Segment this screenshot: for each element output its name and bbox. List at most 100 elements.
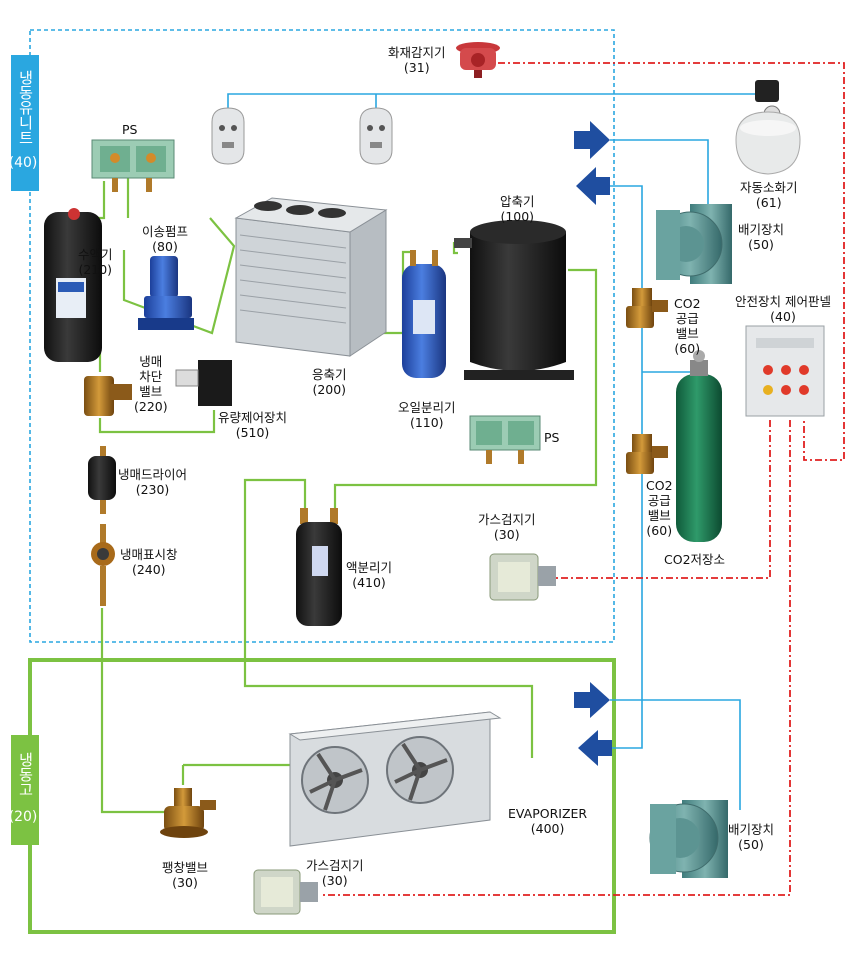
- sight-glass-icon: [91, 524, 115, 606]
- dryer-name: 냉매드라이어: [118, 467, 188, 482]
- refrigeration-unit-name: 냉동유니트: [16, 69, 35, 145]
- dryer-label: 냉매드라이어 (230): [118, 467, 187, 497]
- flow-control-device-icon: [175, 360, 232, 406]
- auto-extinguisher-icon: [735, 80, 801, 175]
- dryer-number: (230): [135, 482, 170, 497]
- co2-valve-bottom-line2: 공급: [647, 493, 671, 508]
- fire-detector-icon: [456, 42, 500, 78]
- pressure-switch-mid-icon: [469, 415, 541, 464]
- refrigeration-unit-boundary: [29, 29, 615, 643]
- transfer-pump-label: 이송펌프 (80): [142, 224, 188, 254]
- receiver-number: (210): [78, 262, 113, 277]
- receiver-tank-icon: [44, 208, 102, 362]
- shutoff-valve-label: 냉매 차단 밸브 (220): [134, 354, 168, 414]
- signal-lines: [320, 62, 845, 896]
- co2-storage-label: CO2저장소: [664, 552, 725, 567]
- exhaust-top-label: 배기장치 (50): [738, 222, 784, 252]
- auto-extinguisher-label: 자동소화기 (61): [740, 180, 798, 210]
- accumulator-number: (410): [352, 575, 386, 590]
- expansion-valve-name: 팽창밸브: [162, 860, 209, 875]
- shutoff-valve-number: (220): [134, 399, 168, 414]
- exhaust-bottom-label: 배기장치 (50): [728, 822, 774, 852]
- co2-valve-top-number: (60): [674, 341, 701, 356]
- oil-separator-name: 오일분리기: [398, 400, 456, 415]
- gas-detector-mid-label: 가스검지기 (30): [478, 512, 536, 542]
- oil-separator-number: (110): [409, 415, 444, 430]
- auto-extinguisher-number: (61): [755, 195, 782, 210]
- flow-control-label: 유량제어장치 (510): [218, 410, 287, 440]
- exhaust-fan-top-icon: [656, 204, 732, 284]
- condenser-unit-icon: [234, 197, 388, 357]
- flow-control-name: 유량제어장치: [218, 410, 288, 425]
- refrigerant-shutoff-valve-icon: [84, 376, 132, 416]
- exhaust-bottom-name: 배기장치: [728, 822, 775, 837]
- receiver-name: 수액기: [78, 247, 113, 262]
- gas-detector-mid-number: (30): [493, 527, 520, 542]
- auto-extinguisher-name: 자동소화기: [740, 180, 798, 195]
- oil-separator-icon: [402, 250, 446, 378]
- arrow-out-top: [576, 167, 610, 205]
- compressor-label: 압축기 (100): [500, 194, 535, 224]
- co2-valve-top-label: CO2 공급 밸브 (60): [674, 296, 701, 356]
- co2-storage-name: CO2저장소: [664, 552, 726, 567]
- control-panel-number: (40): [770, 309, 796, 324]
- nozzle-icon-1: [211, 107, 245, 165]
- co2-supply-valve-bottom-icon: [626, 434, 668, 474]
- co2-valve-bottom-line3: 밸브: [647, 508, 671, 523]
- refrigerant-dryer-icon: [88, 446, 116, 514]
- expansion-valve-number: (30): [172, 875, 198, 890]
- co2-valve-top-line1: CO2: [674, 296, 701, 311]
- transfer-pump-number: (80): [152, 239, 178, 254]
- receiver-label: 수액기 (210): [78, 247, 113, 277]
- exhaust-fan-bottom-icon: [649, 800, 728, 878]
- freezer-number: (20): [8, 809, 38, 825]
- ps-mid-label: PS: [544, 430, 559, 445]
- compressor-name: 압축기: [500, 194, 535, 209]
- shutoff-valve-line1: 냉매: [139, 354, 163, 369]
- co2-supply-valve-top-icon: [626, 288, 668, 328]
- shutoff-valve-line3: 밸브: [139, 384, 163, 399]
- accumulator-icon: [296, 508, 342, 626]
- control-panel-label: 안전장치 제어판넬 (40): [735, 294, 831, 324]
- arrow-out-bottom: [578, 730, 612, 766]
- gas-detector-mid-icon: [489, 553, 556, 601]
- exhaust-top-name: 배기장치: [738, 222, 785, 237]
- fire-detector-number: (31): [403, 60, 430, 75]
- refrigeration-unit-tag: 냉동유니트 (40): [9, 55, 39, 191]
- flow-control-number: (510): [235, 425, 270, 440]
- arrow-in-bottom: [574, 682, 610, 718]
- control-panel-name: 안전장치 제어판넬: [735, 294, 831, 309]
- sight-glass-name: 냉매표시창: [120, 547, 178, 562]
- refrigeration-unit-number: (40): [8, 155, 38, 171]
- gas-detector-bottom-label: 가스검지기 (30): [306, 858, 364, 888]
- co2-valve-bottom-line1: CO2: [646, 478, 673, 493]
- co2-valve-bottom-label: CO2 공급 밸브 (60): [646, 478, 673, 538]
- ps-top-label: PS: [122, 122, 137, 137]
- compressor-number: (100): [500, 209, 535, 224]
- evaporator-name: EVAPORIZER: [508, 806, 588, 821]
- condenser-number: (200): [312, 382, 347, 397]
- shutoff-valve-line2: 차단: [139, 369, 163, 384]
- evaporator-unit-icon: [288, 711, 502, 847]
- co2-valve-top-line2: 공급: [675, 311, 699, 326]
- evaporator-label: EVAPORIZER (400): [508, 806, 587, 836]
- expansion-valve-icon: [160, 788, 216, 838]
- ps-top-name: PS: [122, 122, 138, 137]
- arrow-in-top: [574, 121, 610, 159]
- transfer-pump-icon: [138, 256, 194, 330]
- gas-detector-bottom-number: (30): [321, 873, 348, 888]
- gas-detector-mid-name: 가스검지기: [478, 512, 536, 527]
- co2-valve-bottom-number: (60): [646, 523, 673, 538]
- freezer-tag: 냉동고 (20): [9, 735, 39, 845]
- sight-glass-label: 냉매표시창 (240): [120, 547, 178, 577]
- co2-valve-top-line3: 밸브: [675, 326, 699, 341]
- evaporator-number: (400): [530, 821, 565, 836]
- exhaust-top-number: (50): [748, 237, 774, 252]
- exhaust-bottom-number: (50): [738, 837, 764, 852]
- gas-detector-bottom-name: 가스검지기: [306, 858, 364, 873]
- ps-mid-name: PS: [544, 430, 560, 445]
- co2-cylinder-icon: [676, 350, 722, 542]
- freezer-name: 냉동고: [16, 751, 35, 797]
- accumulator-label: 액분리기 (410): [346, 560, 392, 590]
